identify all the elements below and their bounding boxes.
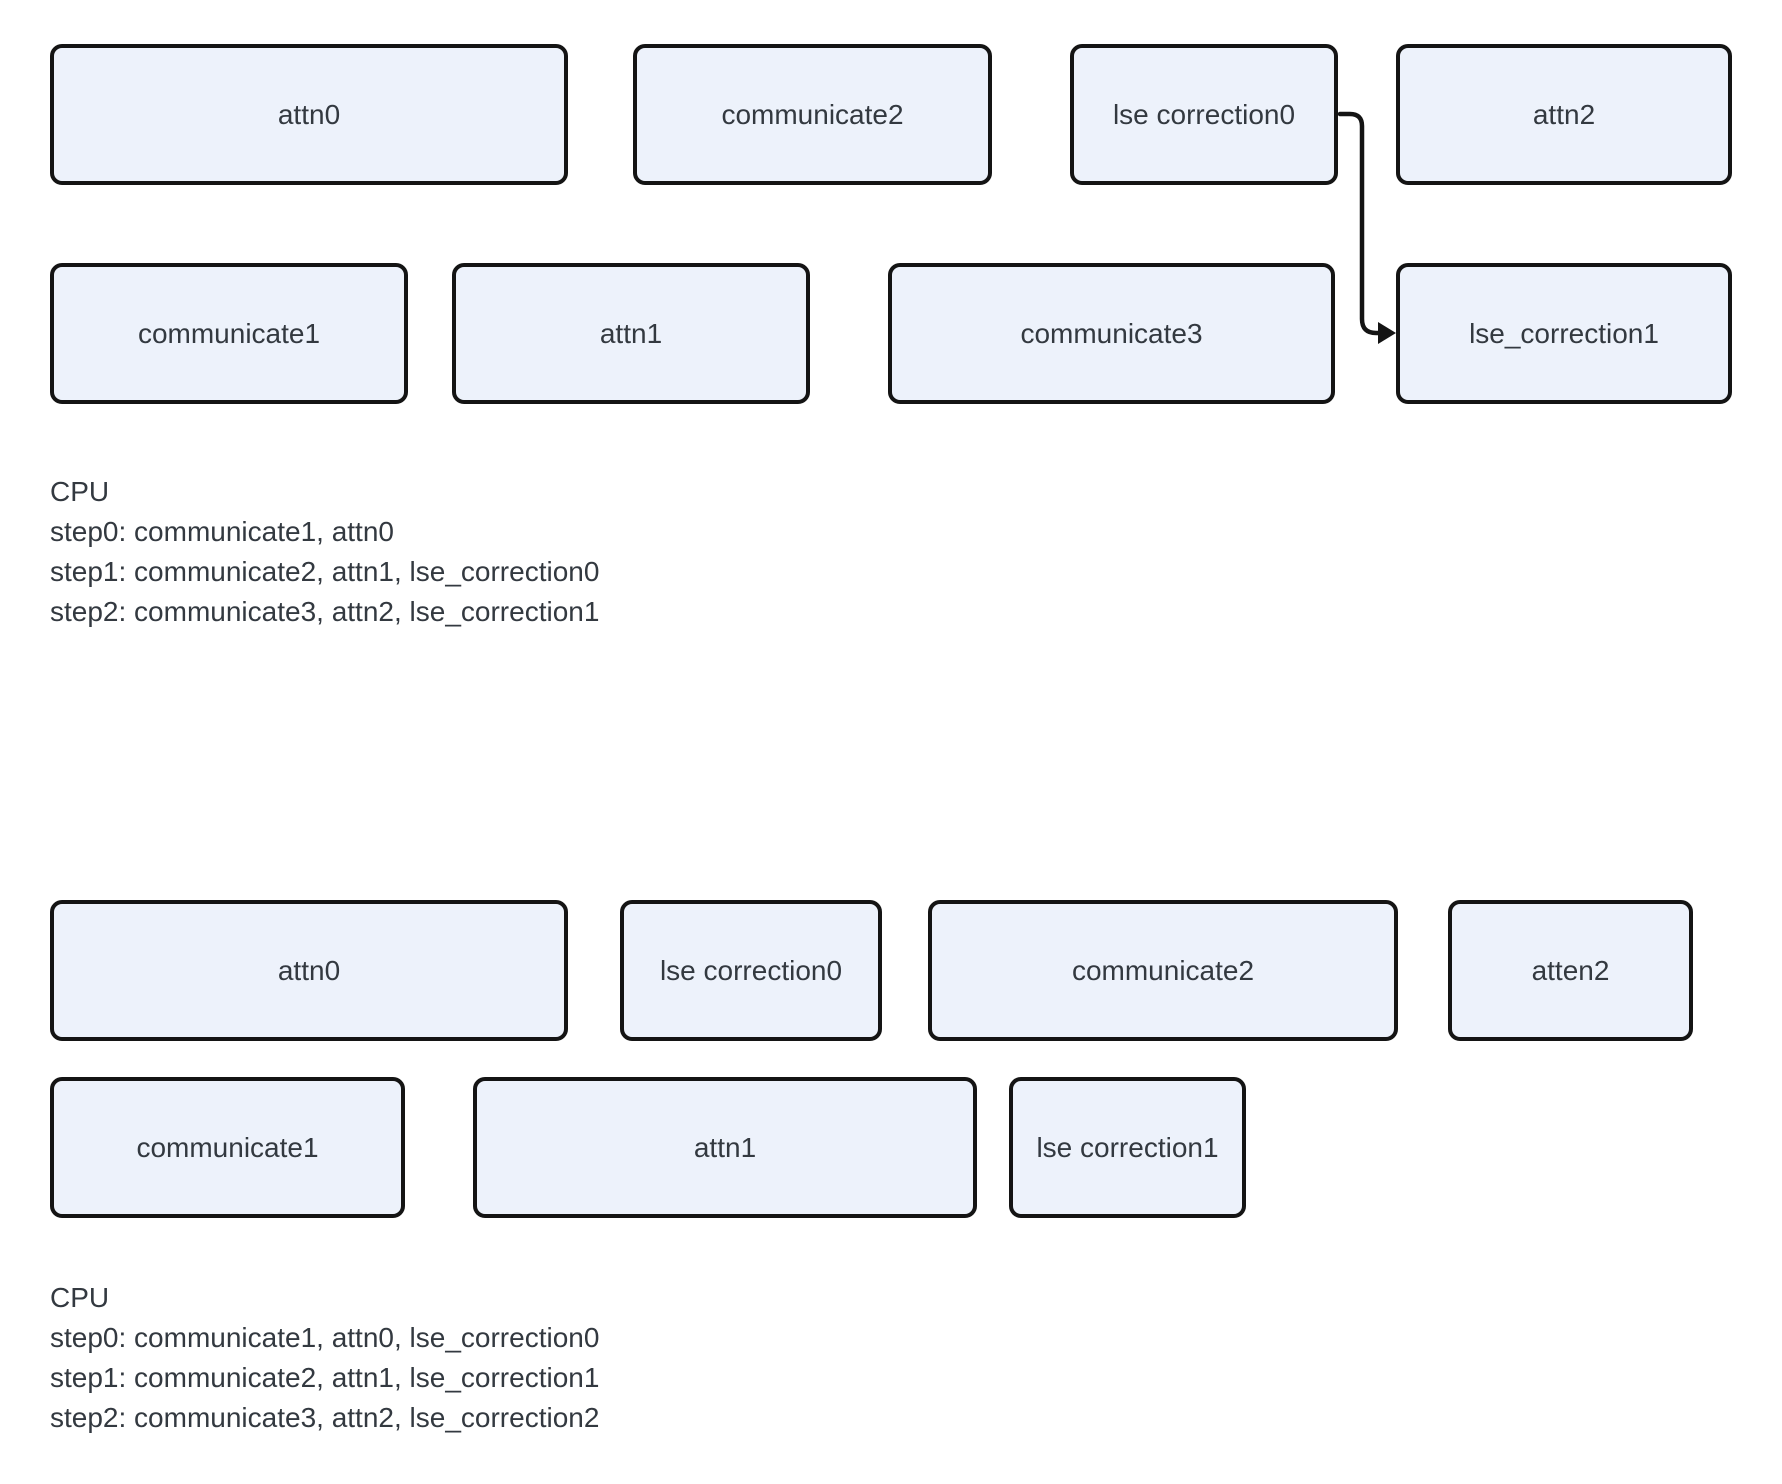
cpu-schedule-2: CPU step0: communicate1, attn0, lse_corr… [50, 1278, 599, 1438]
node-label: attn1 [693, 1131, 757, 1163]
node-label: communicate1 [136, 1131, 319, 1163]
node-label: communicate3 [1020, 317, 1203, 349]
cpu-step1: step1: communicate2, attn1, lse_correcti… [50, 1362, 600, 1393]
node-communicate2-s1: communicate2 [633, 44, 992, 185]
node-communicate3-s1: communicate3 [888, 263, 1335, 404]
node-lse-correction1-s2: lse correction1 [1009, 1077, 1246, 1218]
node-lse-correction0-s1: lse correction0 [1070, 44, 1338, 185]
node-label: lse correction0 [1112, 98, 1296, 130]
cpu-step2: step2: communicate3, attn2, lse_correcti… [50, 1402, 600, 1433]
cpu-step2: step2: communicate3, attn2, lse_correcti… [50, 596, 600, 627]
cpu-step0: step0: communicate1, attn0 [50, 516, 394, 547]
node-label: attn0 [277, 954, 341, 986]
node-atten2-s2: atten2 [1448, 900, 1693, 1041]
node-attn1-s2: attn1 [473, 1077, 977, 1218]
node-label: communicate1 [137, 317, 321, 349]
node-communicate1-s1: communicate1 [50, 263, 408, 404]
cpu-step1: step1: communicate2, attn1, lse_correcti… [50, 556, 600, 587]
cpu-title: CPU [50, 1282, 110, 1313]
node-attn1-s1: attn1 [452, 263, 810, 404]
node-label: lse correction1 [1036, 1131, 1219, 1163]
node-attn0-s1: attn0 [50, 44, 568, 185]
node-label: attn2 [1532, 98, 1596, 130]
cpu-schedule-1: CPU step0: communicate1, attn0 step1: co… [50, 472, 599, 632]
node-attn2-s1: attn2 [1396, 44, 1732, 185]
node-label: communicate2 [1071, 954, 1255, 986]
node-label: communicate2 [721, 98, 904, 130]
node-label: attn1 [599, 317, 663, 349]
node-label: lse_correction1 [1469, 317, 1659, 349]
cpu-title: CPU [50, 476, 110, 507]
cpu-step0: step0: communicate1, attn0, lse_correcti… [50, 1322, 600, 1353]
node-label: attn0 [277, 98, 341, 130]
node-communicate2-s2: communicate2 [928, 900, 1398, 1041]
node-lse-correction1-s1: lse_correction1 [1396, 263, 1732, 404]
node-label: atten2 [1531, 954, 1610, 986]
node-communicate1-s2: communicate1 [50, 1077, 405, 1218]
node-lse-correction0-s2: lse correction0 [620, 900, 882, 1041]
node-attn0-s2: attn0 [50, 900, 568, 1041]
node-label: lse correction0 [659, 954, 843, 986]
